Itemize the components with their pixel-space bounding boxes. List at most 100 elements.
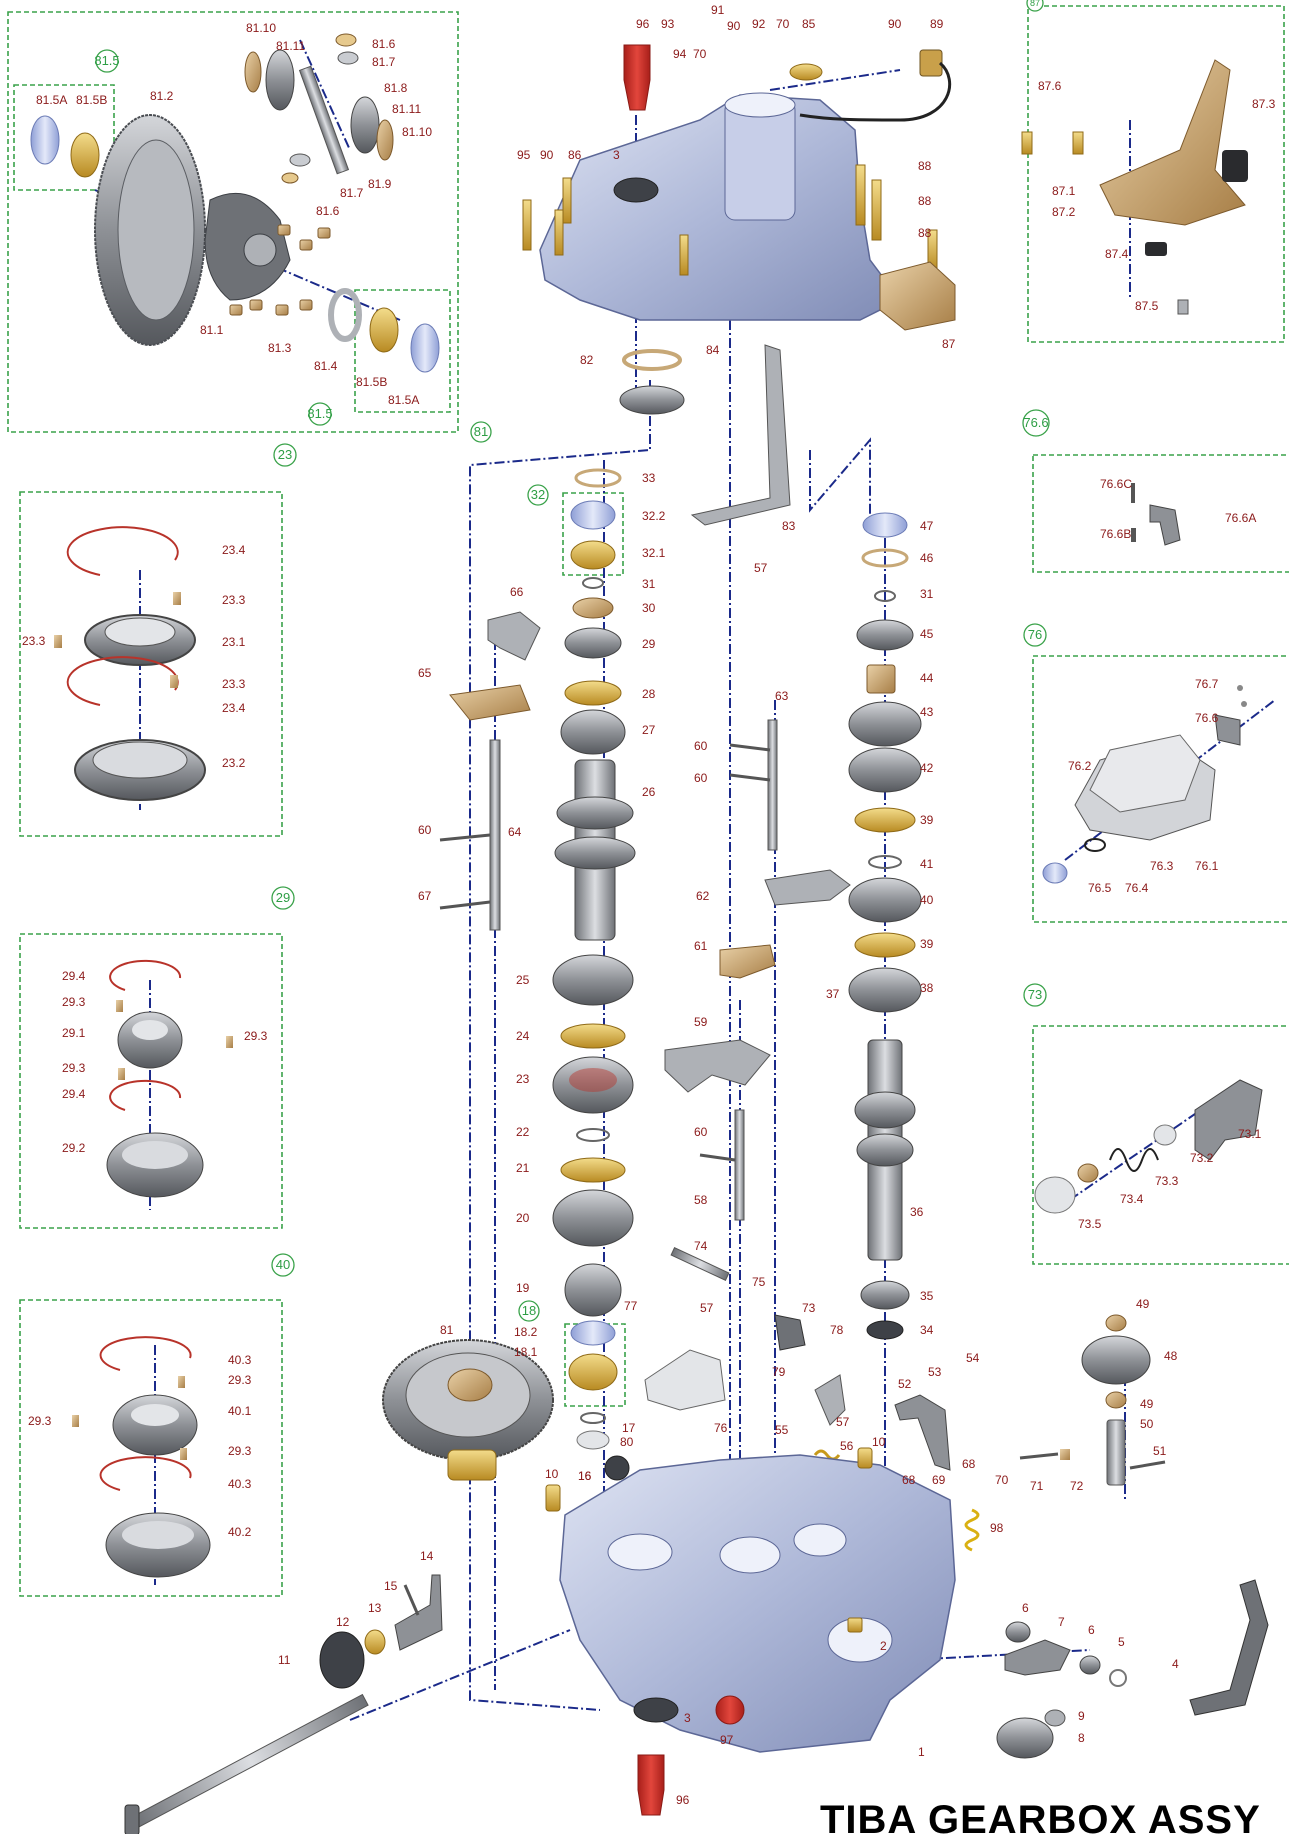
part-number: 21 <box>516 1161 530 1175</box>
badge-23 <box>273 443 297 467</box>
part-number: 18.1 <box>514 1345 538 1359</box>
part-number: 16 <box>578 1469 592 1483</box>
breather-96-bottom <box>637 1754 665 1816</box>
part-number: 81.6 <box>316 204 340 218</box>
part-number: 44 <box>920 671 934 685</box>
circlip-31 <box>582 577 604 589</box>
part-number: 75 <box>752 1275 766 1289</box>
part-number: 57 <box>836 1415 850 1429</box>
part-number: 94 <box>673 47 687 61</box>
bracket-76-6 <box>1214 714 1241 746</box>
part-number-labels-input-shaft: 33 32.2 32.1 31 30 29 28 27 26 25 24 23 … <box>514 471 666 1483</box>
output-shaft-stack <box>848 512 922 1340</box>
part-number: 48 <box>1164 1349 1178 1363</box>
badge-label: 87 <box>1030 0 1040 8</box>
part-number: 88 <box>918 159 932 173</box>
pin-76-6c <box>1131 483 1135 503</box>
part-number: 29.1 <box>62 1026 86 1040</box>
part-number: 40.3 <box>228 1477 252 1491</box>
part-number: 88 <box>918 194 932 208</box>
key <box>118 1068 125 1080</box>
bolt <box>679 234 689 276</box>
part-number: 29.3 <box>228 1444 252 1458</box>
part-number: 11 <box>278 1653 291 1667</box>
spring-73-3 <box>1109 1148 1159 1172</box>
pin-67 <box>439 900 491 910</box>
part-number: 60 <box>694 771 708 785</box>
pinion-gear-81-11 <box>265 49 295 111</box>
subassembly-frames <box>7 5 1289 1597</box>
box-73-parts <box>1034 1079 1263 1214</box>
bolt <box>871 179 882 241</box>
part-number: 76.7 <box>1195 677 1219 691</box>
part-number: 87 <box>942 337 956 351</box>
part-number: 81.5B <box>356 375 387 389</box>
part-number: 81.3 <box>268 341 292 355</box>
part-number: 86 <box>568 148 582 162</box>
bearing-race-81-5a-left <box>30 115 60 165</box>
part-number: 87.2 <box>1052 205 1076 219</box>
part-number: 81.10 <box>246 21 276 35</box>
fork-59 <box>664 1039 771 1093</box>
part-number-labels-top-center: 96 93 91 90 92 70 85 90 89 94 70 95 90 8… <box>517 3 956 575</box>
part-number: 65 <box>418 666 432 680</box>
housing-8 <box>996 1717 1054 1759</box>
selector-7 <box>1004 1639 1071 1676</box>
part-number: 84 <box>706 343 720 357</box>
bushing-49-top <box>1105 1314 1127 1332</box>
housing-oilseal-3 <box>613 177 659 203</box>
transmission-case-1 <box>545 1447 956 1753</box>
pin-15 <box>403 1584 420 1616</box>
part-number: 2 <box>880 1639 887 1653</box>
part-number: 70 <box>693 47 707 61</box>
badge-81-5-top <box>95 49 119 73</box>
dowel-10-b <box>857 1447 873 1469</box>
frame-76 <box>1032 655 1289 923</box>
badge-label: 18 <box>522 1303 536 1318</box>
key <box>173 592 181 605</box>
part-number: 36 <box>910 1205 924 1219</box>
spring-23-4-bottom <box>66 656 179 706</box>
frame-73 <box>1032 1025 1289 1265</box>
bottom-parts <box>124 1574 1269 1834</box>
shift-shaft-11 <box>132 1693 369 1828</box>
badge-label: 81.5 <box>94 53 119 68</box>
synchro-21 <box>560 1157 626 1183</box>
badge-76 <box>1023 623 1047 647</box>
gear-20 <box>552 1189 634 1247</box>
box-87-parts <box>1021 59 1248 315</box>
part-number: 90 <box>540 148 554 162</box>
part-number: 30 <box>642 601 656 615</box>
spring-29-4-top <box>109 959 182 991</box>
key <box>116 1000 123 1012</box>
part-number: 12 <box>336 1615 350 1629</box>
part-number: 35 <box>920 1289 934 1303</box>
badge-87 <box>1026 0 1044 12</box>
bolts-81-3 <box>229 224 331 316</box>
diff-case-hub <box>243 233 277 267</box>
bearing-18-1 <box>568 1353 618 1391</box>
part-number: 9 <box>1078 1709 1085 1723</box>
part-number: 73.3 <box>1155 1174 1179 1188</box>
part-number: 1 <box>918 1745 925 1759</box>
part-number: 81.5B <box>76 93 107 107</box>
part-number: 76.3 <box>1150 859 1174 873</box>
part-number: 87.4 <box>1105 247 1129 261</box>
frame-81-5-right <box>354 289 451 413</box>
part-number: 23 <box>516 1072 530 1086</box>
badge-label: 76.6 <box>1023 415 1048 430</box>
lever-52 <box>894 1394 951 1471</box>
part-number: 40.3 <box>228 1353 252 1367</box>
washer-30 <box>572 597 614 619</box>
washer-81-10 <box>244 51 262 93</box>
bearing-race-32-2 <box>570 500 616 530</box>
spring-40-3-top <box>99 1336 192 1371</box>
ring-81-4 <box>328 288 362 342</box>
input-shaft-stack <box>552 468 636 1450</box>
frame-32 <box>562 492 624 576</box>
part-number-labels-box-87: 87.6 87.3 87.1 87.2 87.4 87.5 <box>1038 79 1276 313</box>
part-number: 73.1 <box>1238 1127 1262 1141</box>
part-number: 31 <box>642 577 656 591</box>
sleeve-40-2-inner <box>122 1521 194 1549</box>
part-number: 78 <box>830 1323 844 1337</box>
